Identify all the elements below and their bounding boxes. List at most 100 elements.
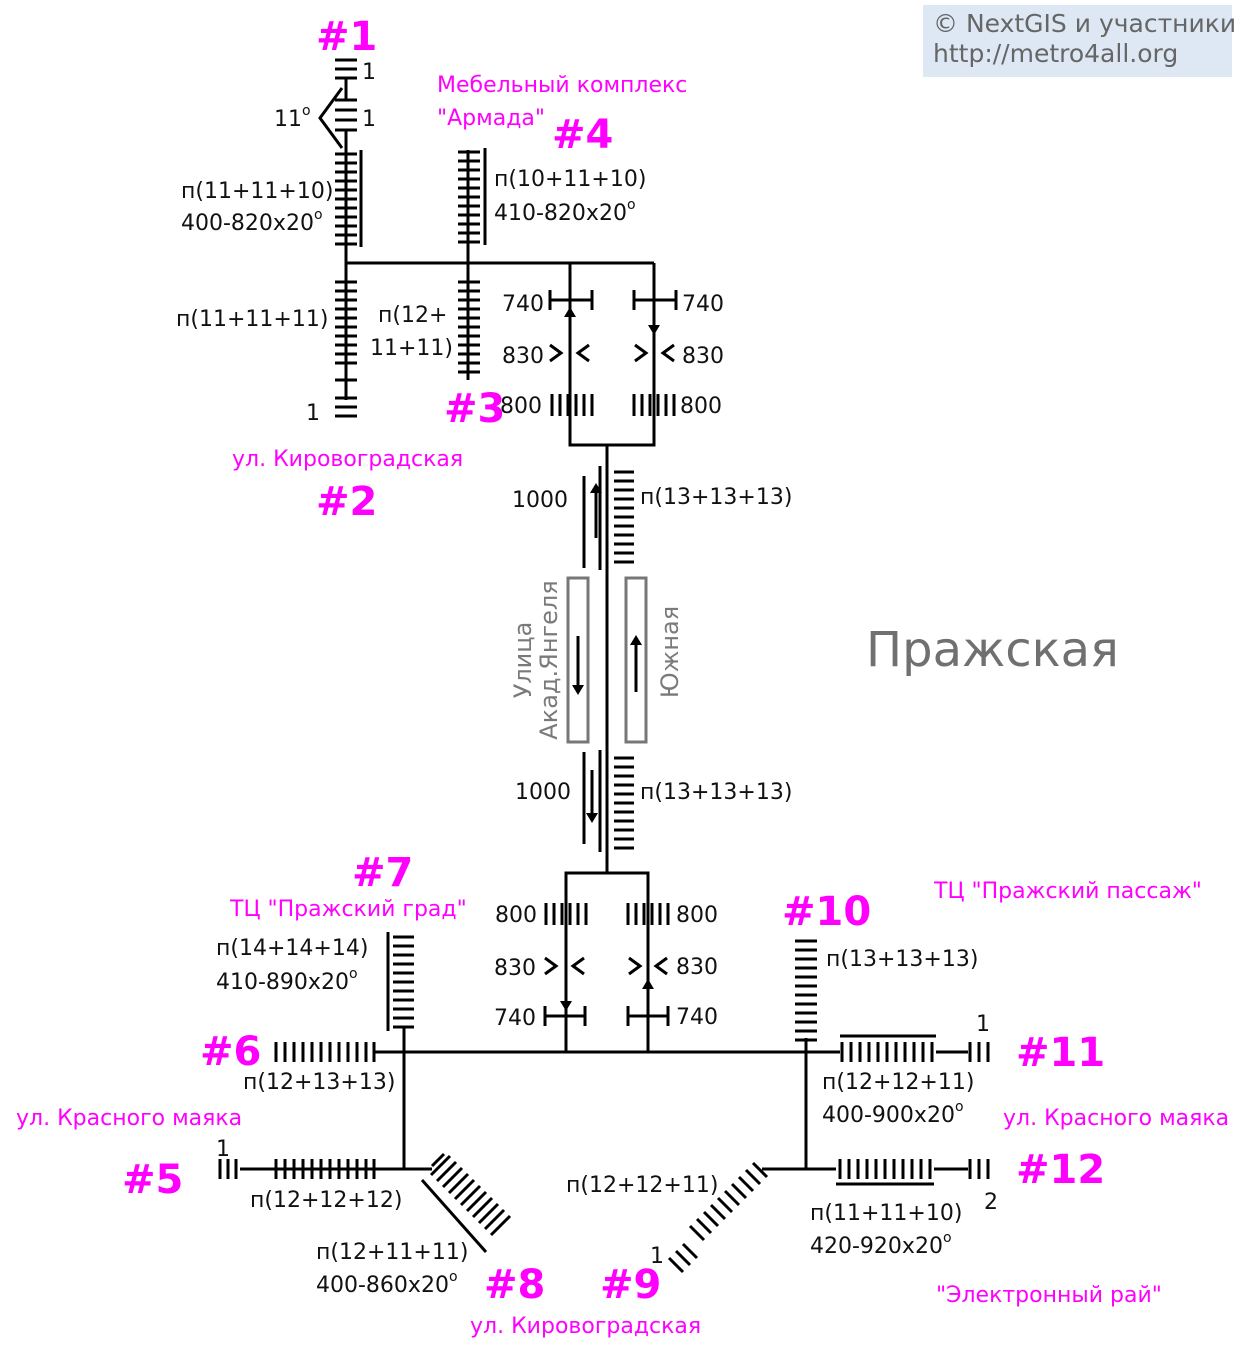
entrance-number-3: #3 bbox=[444, 386, 505, 432]
entrance-number-1: #1 bbox=[316, 14, 377, 60]
label-e8-ramp-value: 400-860x20 bbox=[316, 1273, 449, 1298]
lower-flow-arrows bbox=[560, 979, 654, 1012]
label-e2-stairs: п(11+11+11) bbox=[176, 307, 328, 332]
label-gate-bot-left: 830 bbox=[494, 956, 536, 981]
entrance-4-stairs bbox=[458, 148, 487, 245]
label-turnstile-bot-left: 740 bbox=[494, 1006, 536, 1031]
label-e11-step: 1 bbox=[976, 1012, 990, 1037]
attribution-link[interactable]: http://metro4all.org bbox=[933, 39, 1179, 68]
label-e1-ramp-unit: o bbox=[314, 207, 323, 223]
entrance-number-4: #4 bbox=[552, 112, 613, 158]
label-e7-stairs: п(14+14+14) bbox=[216, 936, 368, 961]
label-gate-top-right: 830 bbox=[682, 344, 724, 369]
label-e1-ramp-value: 400-820x20 bbox=[181, 211, 314, 236]
label-e1-angle-unit: o bbox=[302, 103, 311, 119]
entrance-number-6: #6 bbox=[200, 1029, 261, 1075]
attribution-box: © NextGIS и участники http://metro4all.o… bbox=[923, 5, 1237, 77]
upper-platform-access bbox=[582, 466, 634, 570]
place-krasnogo-mayaka-right: ул. Красного маяка bbox=[1003, 1106, 1229, 1131]
label-e12-ramp-unit: o bbox=[943, 1230, 952, 1246]
place-armada-line1: Мебельный комплекс bbox=[437, 73, 687, 98]
label-e6-stairs: п(12+13+13) bbox=[243, 1070, 395, 1095]
lower-hall-stairs bbox=[544, 903, 670, 925]
lower-turnstiles bbox=[543, 1006, 670, 1026]
platform-left-line1: Улица bbox=[509, 622, 537, 699]
label-e1-step-top: 1 bbox=[362, 60, 376, 85]
entrance-2-stairs bbox=[335, 280, 357, 418]
label-e7-ramp: 410-890x20o bbox=[216, 966, 358, 995]
place-krasnogo-mayaka-left: ул. Красного маяка bbox=[16, 1106, 242, 1131]
platform-left-direction: Улица Акад.Янгеля bbox=[509, 580, 563, 739]
label-e7-ramp-value: 410-890x20 bbox=[216, 970, 349, 995]
label-stairs-top-right: 800 bbox=[680, 394, 722, 419]
label-e8-ramp-unit: o bbox=[449, 1269, 458, 1285]
track-left bbox=[566, 576, 590, 744]
entrance-6-stairs bbox=[274, 1042, 376, 1062]
entrance-number-12: #12 bbox=[1016, 1147, 1105, 1193]
label-stairs-top-left: 800 bbox=[500, 394, 542, 419]
entrance-1-stairs bbox=[318, 58, 357, 152]
place-kirovogradskaya-bottom: ул. Кировоградская bbox=[470, 1314, 701, 1339]
label-e1-stairs: п(11+11+10) bbox=[181, 179, 333, 204]
entrance-5-stairs bbox=[218, 1159, 376, 1179]
label-e9-stairs: п(12+12+11) bbox=[566, 1173, 718, 1198]
entrance-number-5: #5 bbox=[122, 1157, 183, 1203]
platform bbox=[566, 570, 648, 750]
entrance-number-8: #8 bbox=[484, 1262, 545, 1308]
label-e9-step: 1 bbox=[650, 1244, 664, 1269]
place-elektronny-ray: "Электронный рай" bbox=[936, 1283, 1162, 1308]
label-upper-door: 1000 bbox=[512, 488, 568, 513]
label-e1-angle-value: 11 bbox=[274, 107, 302, 132]
label-e12-stairs: п(11+11+10) bbox=[810, 1201, 962, 1226]
entrance-number-11: #11 bbox=[1016, 1030, 1105, 1076]
label-e12-ramp-value: 420-920x20 bbox=[810, 1234, 943, 1259]
upper-flow-arrows bbox=[564, 300, 660, 335]
label-gate-top-left: 830 bbox=[502, 344, 544, 369]
lower-platform-access bbox=[582, 750, 634, 852]
place-prazhsky-grad: ТЦ "Пражский град" bbox=[229, 897, 467, 922]
label-e11-ramp: 400-900x20o bbox=[822, 1099, 964, 1128]
entrance-1-main-stairs bbox=[335, 150, 363, 247]
label-stairs-bot-left: 800 bbox=[495, 903, 537, 928]
attribution-copyright: © NextGIS и участники bbox=[933, 9, 1237, 38]
label-e8-ramp: 400-860x20o bbox=[316, 1269, 458, 1298]
label-e7-ramp-unit: o bbox=[349, 966, 358, 982]
label-stairs-bot-right: 800 bbox=[676, 903, 718, 928]
label-e1-angle: 11o bbox=[274, 103, 311, 132]
label-e3-stairs-line1: п(12+ bbox=[378, 303, 447, 328]
label-lower-door: 1000 bbox=[515, 780, 571, 805]
label-e10-stairs: п(13+13+13) bbox=[826, 947, 978, 972]
entrance-8-stairs bbox=[420, 1152, 512, 1253]
upper-hall-stairs bbox=[550, 394, 676, 416]
entrance-8-ramp bbox=[420, 1179, 488, 1253]
station-name: Пражская bbox=[866, 622, 1119, 678]
label-e12-ramp: 420-920x20o bbox=[810, 1230, 952, 1259]
label-e8-stairs: п(12+11+11) bbox=[316, 1240, 468, 1265]
place-prazhsky-passazh: ТЦ "Пражский пассаж" bbox=[933, 879, 1202, 904]
label-gate-bot-right: 830 bbox=[676, 955, 718, 980]
label-e11-ramp-unit: o bbox=[955, 1099, 964, 1115]
label-e11-stairs: п(12+12+11) bbox=[822, 1070, 974, 1095]
entrance-7-stairs bbox=[386, 932, 414, 1031]
label-turnstile-bot-right: 740 bbox=[676, 1005, 718, 1030]
label-e5-stairs: п(12+12+12) bbox=[250, 1188, 402, 1213]
label-lower-stairs: п(13+13+13) bbox=[640, 780, 792, 805]
platform-left-line2: Акад.Янгеля bbox=[535, 580, 563, 739]
label-e1-step-mid: 1 bbox=[362, 107, 376, 132]
entrance-number-9: #9 bbox=[600, 1262, 661, 1308]
label-e3-stairs-line2: 11+11) bbox=[370, 336, 453, 361]
label-e4-ramp-unit: o bbox=[627, 197, 636, 213]
label-turnstile-top-right: 740 bbox=[682, 292, 724, 317]
lower-gates bbox=[544, 956, 668, 976]
label-e4-ramp-value: 410-820x20 bbox=[494, 201, 627, 226]
label-e12-step: 2 bbox=[984, 1190, 998, 1215]
label-e11-ramp-value: 400-900x20 bbox=[822, 1103, 955, 1128]
label-e2-step: 1 bbox=[306, 401, 320, 426]
label-e4-stairs: п(10+11+10) bbox=[494, 167, 646, 192]
entrance-number-10: #10 bbox=[782, 889, 871, 935]
label-upper-stairs: п(13+13+13) bbox=[640, 485, 792, 510]
label-turnstile-top-left: 740 bbox=[502, 292, 544, 317]
upper-gates bbox=[549, 343, 675, 363]
entrance-number-7: #7 bbox=[352, 850, 413, 896]
